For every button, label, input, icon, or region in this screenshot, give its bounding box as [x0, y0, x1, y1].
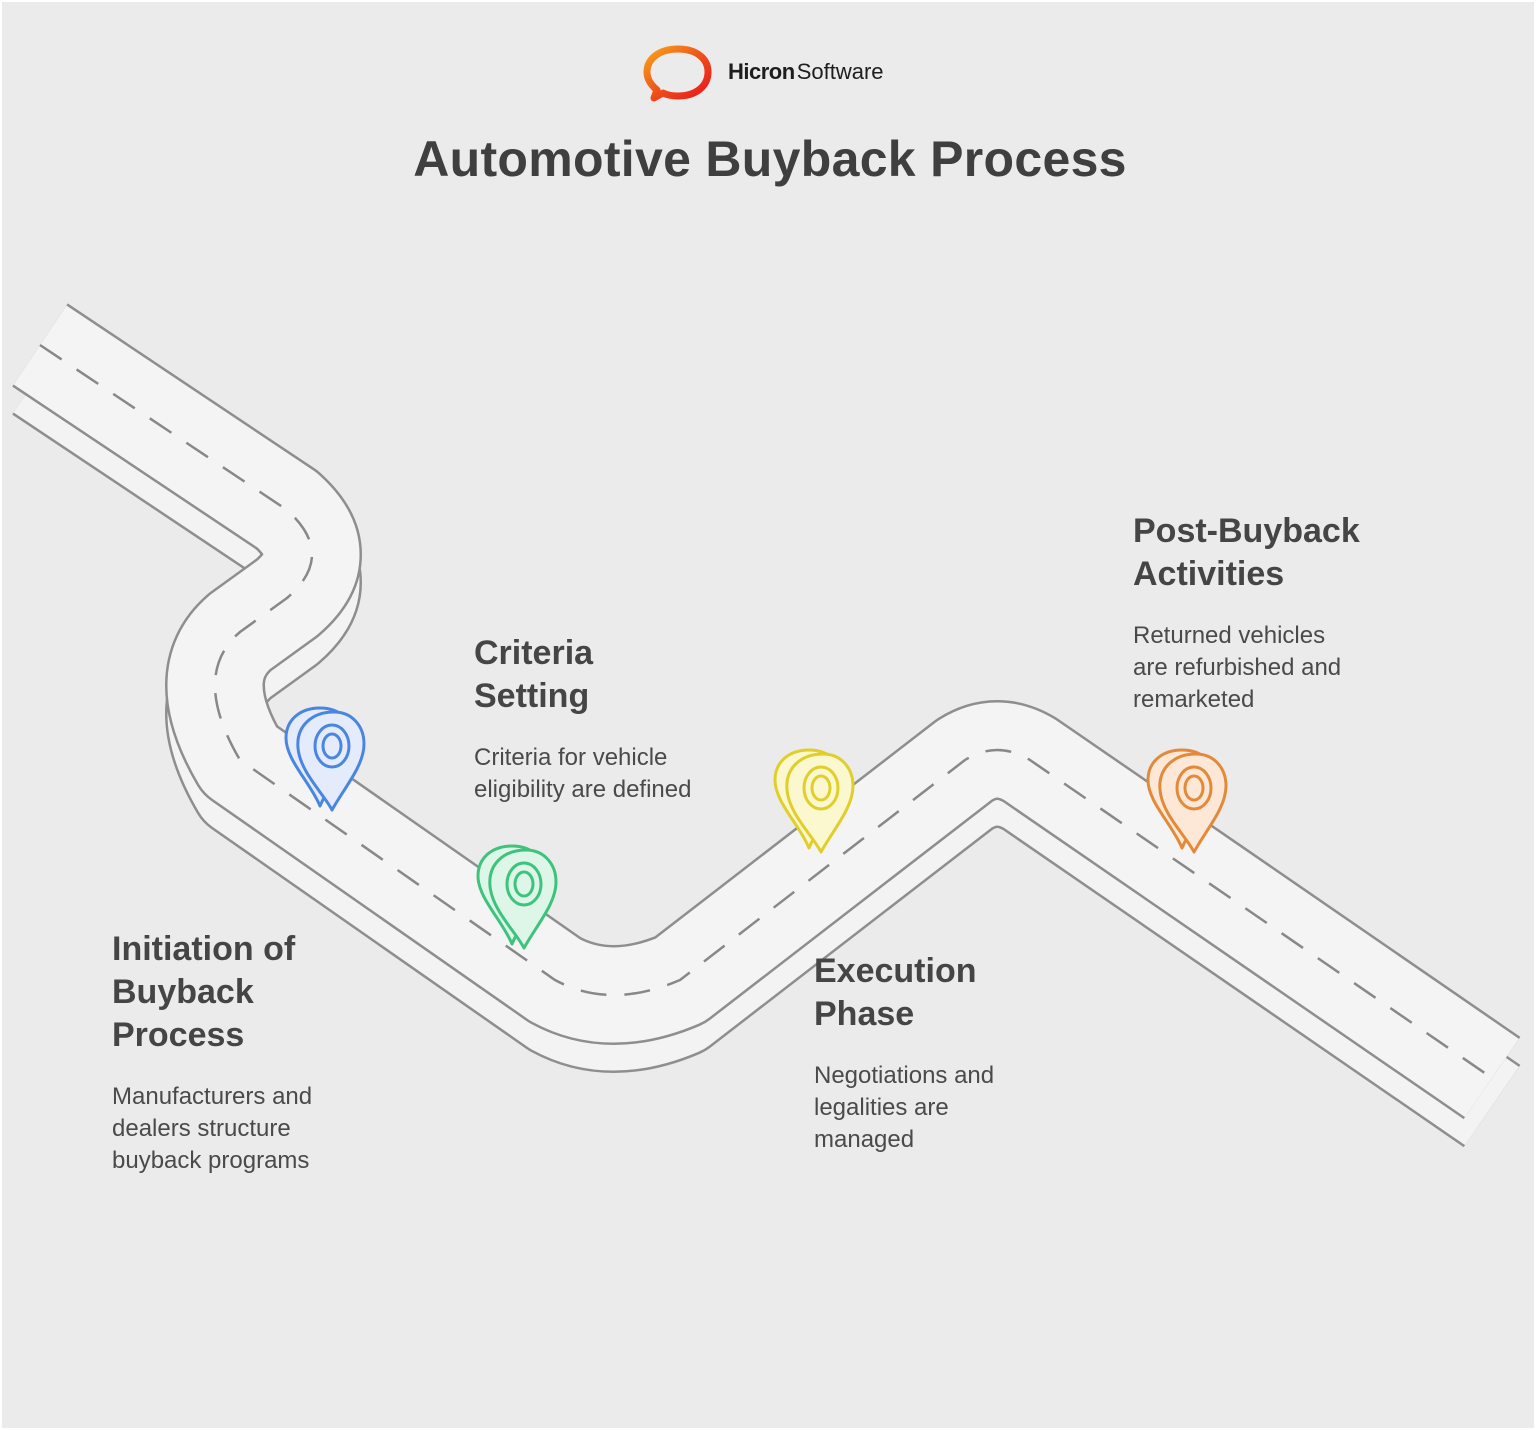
- step-description: Criteria for vehicle eligibility are def…: [474, 744, 692, 803]
- step-description: Returned vehicles are refurbished and re…: [1133, 622, 1342, 713]
- step-criteria-setting: Criteria Setting Criteria for vehicle el…: [474, 632, 774, 806]
- page-title: Automotive Buyback Process: [413, 131, 1127, 187]
- step-title: Post-Buyback Activities: [1133, 512, 1360, 593]
- step-description: Manufacturers and dealers structure buyb…: [112, 1083, 313, 1174]
- brand-logo: HicronSoftware: [642, 44, 942, 102]
- step-title: Execution Phase: [814, 952, 977, 1033]
- step-post-buyback: Post-Buyback Activities Returned vehicle…: [1133, 510, 1433, 716]
- step-title: Initiation of Buyback Process: [112, 930, 296, 1054]
- step-title: Criteria Setting: [474, 634, 594, 715]
- step-initiation: Initiation of Buyback Process Manufactur…: [112, 928, 412, 1177]
- map-pin-icon: [284, 706, 366, 812]
- step-execution-phase: Execution Phase Negotiations and legalit…: [814, 950, 1114, 1156]
- brand-name-light: Software: [796, 59, 884, 84]
- map-pin-icon: [476, 844, 558, 950]
- speech-bubble-ring-icon: [643, 45, 712, 102]
- step-description: Negotiations and legalities are managed: [814, 1062, 995, 1153]
- brand-name-strong: Hicron: [728, 59, 795, 84]
- map-pin-icon: [1146, 748, 1228, 854]
- map-pin-icon: [773, 748, 855, 854]
